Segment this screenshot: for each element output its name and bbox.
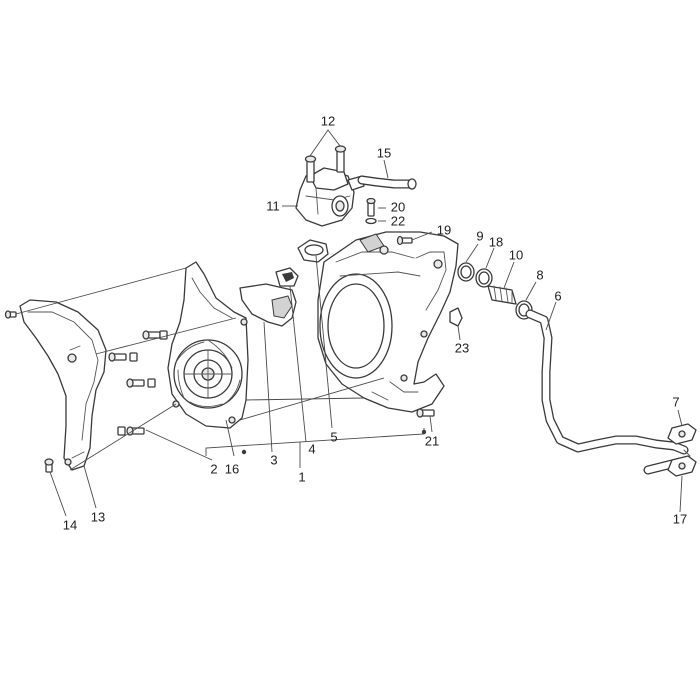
label-13: 13 (91, 509, 105, 524)
label-4: 4 (308, 441, 315, 456)
screw-part-21 (416, 408, 435, 418)
leader-lines (49, 129, 683, 517)
label-5: 5 (330, 429, 337, 444)
label-14: 14 (63, 517, 77, 532)
bolt-part-20 (366, 197, 376, 217)
label-12: 12 (321, 113, 335, 128)
label-3: 3 (270, 452, 277, 467)
label-8: 8 (536, 267, 543, 282)
label-17: 17 (673, 511, 687, 526)
label-20: 20 (391, 199, 405, 214)
screw-part-14 (44, 458, 54, 473)
shroud-cover-part-2 (167, 261, 249, 429)
label-9: 9 (476, 228, 483, 243)
callout-labels: 12 15 11 20 22 19 9 18 10 8 6 23 21 7 17… (63, 113, 687, 532)
label-18: 18 (489, 234, 503, 249)
screw-left-2 (108, 352, 138, 362)
seal-part-3 (239, 283, 297, 327)
outer-cover-part-13 (19, 299, 107, 471)
label-6: 6 (554, 288, 561, 303)
reference-dots (241, 429, 427, 455)
label-21: 21 (425, 433, 439, 448)
label-1: 1 (298, 469, 305, 484)
label-16: 16 (225, 461, 239, 476)
small-hose-part-15 (357, 175, 417, 190)
label-15: 15 (377, 145, 391, 160)
clamp-part-9 (457, 262, 475, 282)
label-2: 2 (210, 461, 217, 476)
connector-part-10 (487, 285, 517, 305)
screw-left-1 (142, 330, 168, 340)
fasteners-left (4, 310, 435, 473)
clamp-part-18 (475, 268, 493, 288)
screw-top-left (4, 310, 17, 319)
label-11: 11 (266, 198, 280, 213)
clip-part-4 (275, 267, 299, 287)
housing-part-5 (317, 231, 459, 413)
gasket-part-17 (667, 455, 697, 477)
alignment-lines (15, 267, 385, 471)
screws-part-12 (304, 145, 347, 183)
label-19: 19 (437, 222, 451, 237)
screw-left-4 (117, 426, 145, 436)
label-23: 23 (455, 340, 469, 355)
screw-part-19 (396, 235, 413, 246)
label-10: 10 (509, 247, 523, 262)
flange-part-7 (667, 423, 697, 445)
label-7: 7 (672, 394, 679, 409)
screw-left-3 (126, 378, 156, 388)
long-hose-part-6 (525, 309, 691, 475)
washer-part-22 (365, 217, 377, 225)
clip-part-23 (449, 307, 463, 327)
valve-body-part-11 (295, 167, 365, 227)
label-22: 22 (391, 213, 405, 228)
ring-seal-part-22 (297, 239, 329, 263)
